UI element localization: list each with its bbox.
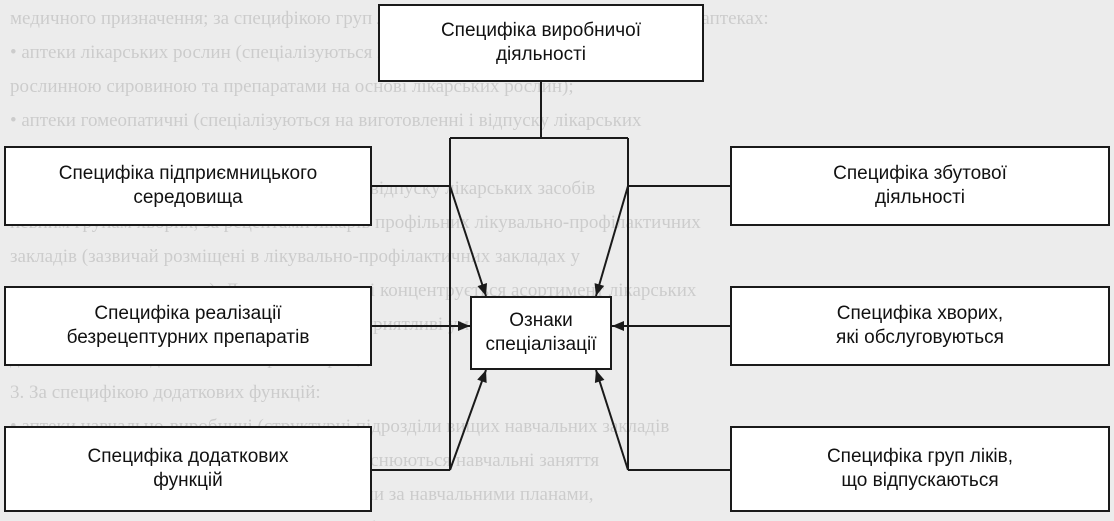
arrow-shaft-right-1 xyxy=(595,185,629,297)
box-drug-groups: Специфіка груп ліків, що відпускаються xyxy=(730,426,1110,512)
box-line: спеціалізації xyxy=(485,334,597,355)
arrowhead-left-2 xyxy=(458,321,470,331)
background-text-line: • аптеки гомеопатичні (спеціалізуються н… xyxy=(10,110,642,131)
background-text-line: 3. За специфікою додаткових функцій: xyxy=(10,382,321,403)
arrowhead-left-1 xyxy=(477,283,488,296)
box-line: Специфіка реалізації xyxy=(94,303,282,324)
box-line: які обслуговуються xyxy=(836,327,1004,348)
box-sales-activity: Специфіка збутової діяльності xyxy=(730,146,1110,226)
box-line: Специфіка підприємницького xyxy=(58,163,318,184)
arrow-shaft-right-3 xyxy=(595,369,629,471)
box-line: Специфіка додаткових xyxy=(87,446,289,467)
box-production-activity: Специфіка виробничої діяльності xyxy=(378,4,704,82)
box-entrepreneurial-environment: Специфіка підприємницького середовища xyxy=(4,146,372,226)
box-line: діяльності xyxy=(874,187,966,208)
box-line: Ознаки xyxy=(509,310,573,331)
box-line: Специфіка виробничої xyxy=(440,20,642,41)
box-line: середовища xyxy=(133,187,243,208)
box-line: що відпускаються xyxy=(841,470,999,491)
box-line: функцій xyxy=(153,470,223,491)
box-additional-functions: Специфіка додаткових функцій xyxy=(4,426,372,512)
box-line: діяльності xyxy=(495,44,587,65)
arrowhead-right-1 xyxy=(594,283,605,296)
arrow-shaft-left-3 xyxy=(449,369,487,471)
arrowhead-right-3 xyxy=(594,370,605,383)
box-otc-sales: Специфіка реалізації безрецептурних преп… xyxy=(4,286,372,366)
box-specialization-features: Ознаки спеціалізації xyxy=(470,296,612,370)
box-line: безрецептурних препаратів xyxy=(66,327,310,348)
arrow-shaft-left-1 xyxy=(449,185,487,297)
box-patients-served: Специфіка хворих, які обслуговуються xyxy=(730,286,1110,366)
arrowhead-right-2 xyxy=(612,321,624,331)
box-line: Специфіка збутової xyxy=(833,163,1007,184)
box-line: Специфіка груп ліків, xyxy=(826,446,1014,467)
arrowhead-left-3 xyxy=(477,370,487,383)
background-text-line: закладів (зазвичай розміщені в лікувальн… xyxy=(10,246,580,267)
box-line: Специфіка хворих, xyxy=(836,303,1004,324)
